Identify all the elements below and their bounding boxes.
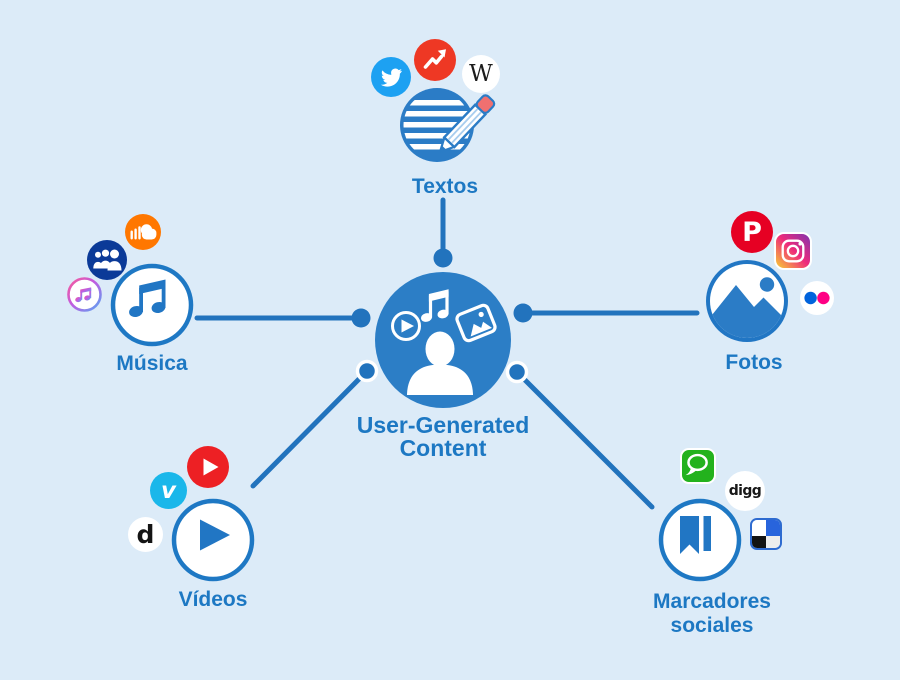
textos-label: Textos: [411, 175, 479, 198]
dot-textos: [433, 248, 453, 268]
soundcloud-icon: [125, 214, 161, 250]
pinterest-p-glyph: P: [742, 216, 762, 248]
instagram-camera-icon: [781, 239, 805, 263]
lined-text-pencil-icon: [400, 88, 496, 162]
center-title-line1: User-Generated: [356, 412, 530, 438]
delicious-quadrant-tr: [766, 520, 780, 536]
marcadores-main-icon: [657, 497, 743, 588]
dot-videos: [355, 359, 379, 383]
photo-landscape-icon: [706, 260, 788, 342]
digg-wordmark: digg: [728, 483, 762, 499]
flickr-dots-icon: [804, 291, 830, 305]
paper-lines: [403, 100, 471, 150]
bookmark-icon: [680, 516, 711, 554]
ugc-center-node: [375, 272, 511, 413]
speech-bubble-icon: [685, 453, 708, 476]
youtube-icon: [187, 446, 229, 488]
music-note-circle-icon: [110, 263, 194, 347]
pencil-icon: [438, 94, 496, 154]
marcadores-label-line1: Marcadores: [653, 590, 771, 613]
wikipedia-icon: W: [462, 55, 500, 93]
textos-main-icon: [372, 64, 504, 183]
youtube-play-icon: [203, 458, 219, 476]
musica-label: Música: [116, 352, 188, 375]
digg-icon: digg: [725, 471, 765, 511]
play-circle-icon: [391, 311, 421, 341]
pinterest-icon: P: [731, 211, 773, 253]
dot-musica: [351, 308, 371, 328]
buzzfeed-icon: [414, 39, 456, 81]
ugc-center-icon: [375, 272, 511, 408]
bookmark-circle-icon: [658, 498, 742, 582]
music-note-icon: [129, 279, 166, 318]
center-title-line2: Content: [399, 435, 487, 461]
dailymotion-d-glyph: d: [136, 520, 155, 549]
buzzfeed-arrow-icon: [423, 49, 446, 69]
mountains-sun: [710, 277, 784, 338]
vimeo-v-glyph: v: [161, 477, 176, 504]
photo-icon: [455, 303, 497, 343]
fotos-label: Fotos: [725, 351, 783, 374]
instagram-icon: [774, 232, 812, 270]
myspace-icon: [87, 240, 127, 280]
itunes-note-icon: [67, 277, 102, 312]
dot-fotos: [513, 303, 533, 323]
delicious-quadrant-bl: [752, 536, 766, 548]
vimeo-icon: v: [150, 472, 187, 509]
marcadores-label-line2: sociales: [670, 614, 754, 637]
music-note-icon: [420, 289, 449, 322]
delicious-icon: [750, 518, 782, 550]
chat-bubble-icon: [680, 448, 716, 484]
play-triangle: [200, 519, 230, 551]
myspace-people-icon: [93, 249, 122, 271]
twitter-bird-icon: [380, 68, 402, 87]
fotos-main-icon: [704, 258, 790, 349]
musica-main-icon: [109, 262, 195, 353]
videos-label: Vídeos: [178, 588, 248, 611]
person-icon: [407, 331, 473, 395]
itunes-icon: [66, 276, 103, 313]
dailymotion-icon: d: [128, 517, 163, 552]
play-button-circle-icon: [171, 498, 255, 582]
videos-main-icon: [170, 497, 256, 588]
delicious-quadrant-br: [766, 536, 780, 548]
flickr-icon: [800, 281, 834, 315]
twitter-icon: [371, 57, 411, 97]
soundcloud-cloud-icon: [130, 224, 157, 240]
wikipedia-w-glyph: W: [469, 61, 493, 87]
delicious-quadrant-tl: [752, 520, 766, 536]
